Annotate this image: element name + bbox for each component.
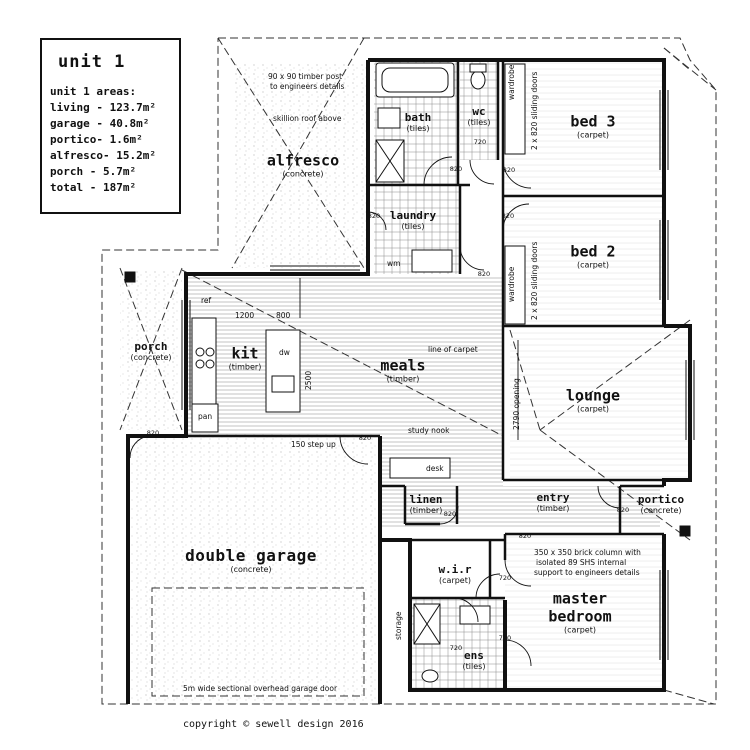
external-wall-north [368,58,666,326]
note-column-1: 350 x 350 brick column with [534,548,641,557]
door-size-ens-shower: 720 [449,644,463,652]
note-garage-door: 5m wide sectional overhead garage door [183,684,338,693]
note-storage: storage [394,611,403,641]
garage-door-outline [151,587,365,697]
note-wm: wm [387,259,401,268]
note-line-of-carpet: line of carpet [428,345,478,354]
door-size-wm: 820 [477,270,491,278]
note-dim-1200: 1200 [235,311,255,320]
note-wardrobe-bed2: wardrobe [507,266,516,302]
area-line: porch - 5.7m² [50,165,137,178]
note-dim-2500: 2500 [304,370,313,390]
door-size-ens: 720 [498,634,512,642]
note-sliding-bed2: 2 x 820 sliding doors [530,241,539,320]
pantry [191,403,219,433]
note-post-2: to engineers details [270,82,345,91]
external-wall-lounge [662,324,692,486]
note-step-up: 150 step up [291,440,336,449]
note-dw: dw [279,348,290,357]
external-wall-living [126,60,370,704]
master-floor [505,534,665,690]
area-line: garage - 40.8m² [50,117,150,130]
note-post-1: 90 x 90 timber post [268,72,343,81]
note-ref: ref [201,296,212,305]
garage-floor [128,434,378,704]
door-size-bed3: 820 [502,166,516,174]
note-sliding-bed3: 2 x 820 sliding doors [530,71,539,150]
room-wc: wc (tiles) [467,105,491,127]
bathtub [375,62,455,98]
room-entry: entry (timber) [536,491,570,513]
room-master: master bedroom (carpet) [548,589,612,635]
external-wall-master [503,534,666,692]
areas-title: unit 1 [58,52,126,72]
room-ens: ens (tiles) [462,649,486,671]
kitchen-island [265,329,301,413]
note-study-nook: study nook [408,426,450,435]
door-size-portico: 820 [616,506,630,514]
areas-heading: unit 1 areas: [50,85,137,98]
ens-vanity [459,605,491,625]
room-lounge: lounge (carpet) [565,386,621,414]
note-dim-800: 800 [276,311,291,320]
roof-outline [101,37,717,705]
room-kit: kit (timber) [228,344,262,372]
room-linen: linen (timber) [409,493,443,515]
note-desk: desk [426,464,444,473]
room-wir: w.i.r (carpet) [438,563,472,585]
desk [389,457,451,479]
door-size-wir: 720 [498,574,512,582]
area-line: total - 187m² [50,181,137,194]
area-line: portico- 1.6m² [50,133,143,146]
room-meals: meals (timber) [380,356,426,384]
areas-list: unit 1 areas: living - 123.7m² garage - … [50,84,156,196]
room-bed2: bed 2 (carpet) [570,242,616,270]
note-opening: 2790 opening [512,378,521,430]
area-line: living - 123.7m² [50,101,156,114]
door-size-laundry: 820 [367,212,381,220]
linen-floor [405,486,457,524]
brick-column [679,525,691,537]
door-size-garage: 820 [358,434,372,442]
note-wardrobe-bed3: wardrobe [507,64,516,100]
room-porch: porch (concrete) [130,340,172,362]
room-bed3: bed 3 (carpet) [570,112,616,140]
wardrobe-bed3 [504,63,526,155]
door-size-porch: 820 [146,429,160,437]
wardrobe-bed2 [504,245,526,325]
areas-box: unit 1 unit 1 areas: living - 123.7m² ga… [40,38,181,214]
room-garage: double garage (concrete) [185,546,317,574]
lounge-floor [510,326,690,480]
door-size-master: 820 [518,532,532,540]
laundry-tub [411,249,453,273]
note-skillion: skillion roof above [273,114,342,123]
door-size-bed2: 820 [501,212,515,220]
toilet [470,70,486,90]
room-laundry: laundry (tiles) [389,209,437,231]
door-size-linen: 820 [443,510,457,518]
door-size-bath: 820 [449,165,463,173]
copyright: copyright © sewell design 2016 [183,719,364,730]
door-size-wc: 720 [473,138,487,146]
note-pan: pan [198,412,213,421]
alfresco-floor [232,62,368,268]
room-alfresco: alfresco (concrete) [266,151,340,179]
area-line: alfresco- 15.2m² [50,149,156,162]
room-portico: portico (concrete) [637,493,685,515]
bed3-floor [503,62,663,196]
bed2-floor [503,198,663,326]
note-column-3: support to engineers details [534,568,640,577]
room-bath: bath (tiles) [404,111,432,133]
note-column-2: isolated 89 SHS internal [536,558,627,567]
